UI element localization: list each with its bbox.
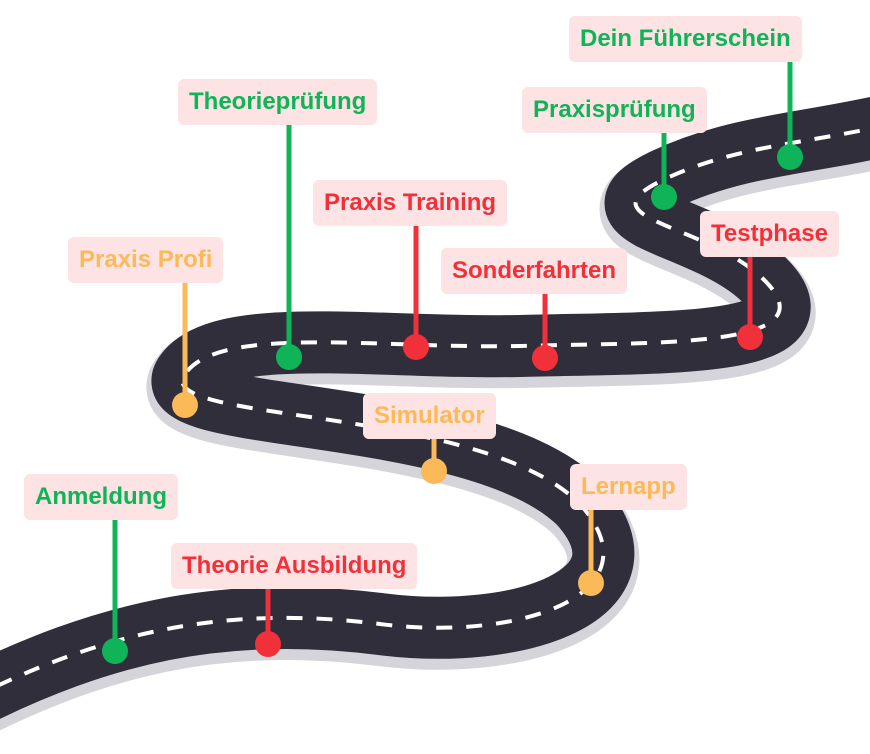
milestone-label-dein-fuehrerschein: Dein Führerschein: [569, 16, 802, 62]
milestone-dot-lernapp: [578, 570, 604, 596]
milestone-label-praxispruefung: Praxisprüfung: [522, 87, 707, 133]
milestone-dot-sonderfahrten: [532, 345, 558, 371]
milestone-dot-praxispruefung: [651, 184, 677, 210]
milestone-dot-dein-fuehrerschein: [777, 144, 803, 170]
milestone-label-simulator: Simulator: [363, 393, 496, 439]
milestone-dot-theorie-ausbildung: [255, 631, 281, 657]
milestone-label-praxis-profi: Praxis Profi: [68, 237, 224, 283]
milestone-dot-testphase: [737, 324, 763, 350]
milestone-label-lernapp: Lernapp: [570, 464, 687, 510]
milestone-label-sonderfahrten: Sonderfahrten: [441, 248, 628, 294]
milestone-label-theoriepruefung: Theorieprüfung: [178, 79, 378, 125]
lane-marking: [0, 126, 870, 687]
milestone-dot-praxis-profi: [172, 392, 198, 418]
milestone-dot-anmeldung: [102, 638, 128, 664]
milestone-dot-theoriepruefung: [276, 344, 302, 370]
milestone-dot-praxis-training: [403, 334, 429, 360]
milestone-label-praxis-training: Praxis Training: [313, 180, 508, 226]
milestone-label-anmeldung: Anmeldung: [24, 474, 178, 520]
milestone-label-testphase: Testphase: [700, 211, 839, 257]
milestone-label-theorie-ausbildung: Theorie Ausbildung: [171, 543, 418, 589]
milestone-dot-simulator: [421, 458, 447, 484]
